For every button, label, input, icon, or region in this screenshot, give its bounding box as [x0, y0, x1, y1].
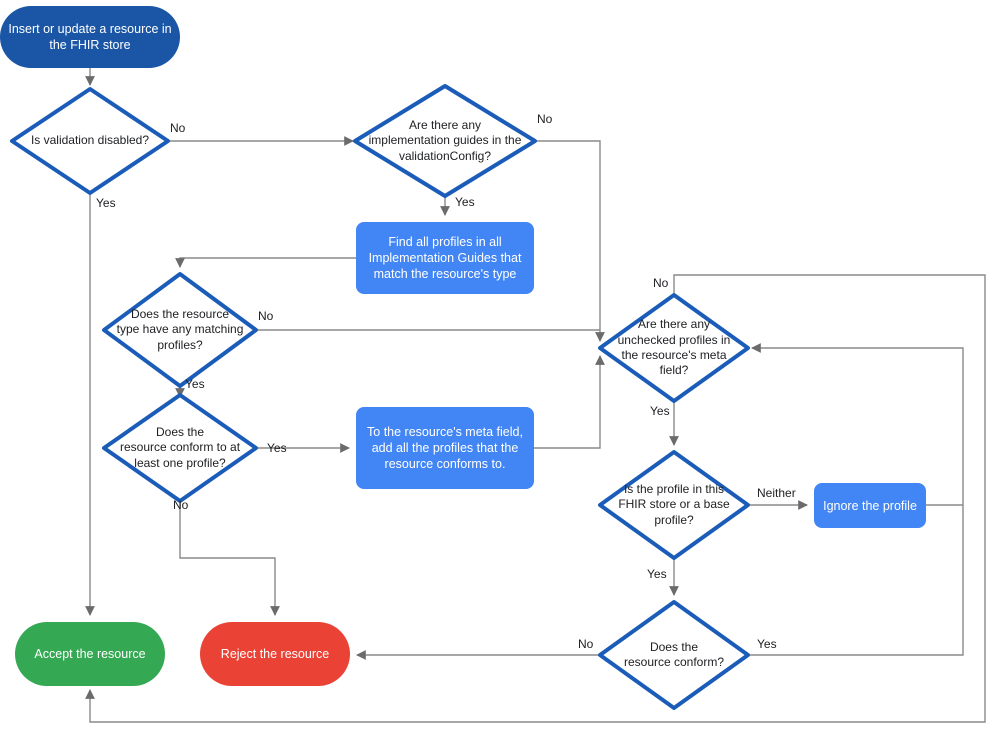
edges-group — [85, 68, 986, 723]
node-add-profiles-meta[interactable] — [356, 407, 534, 489]
edge-addmeta-to-unchecked — [534, 355, 605, 449]
edge-ig-no — [535, 140, 605, 342]
node-conform-one-profile[interactable] — [102, 393, 258, 503]
node-accept[interactable] — [15, 622, 165, 686]
edge-findprofiles-to-matching — [175, 257, 356, 268]
node-profile-in-store[interactable] — [598, 450, 750, 560]
nodes-group — [0, 6, 926, 710]
node-unchecked-profiles[interactable] — [598, 293, 750, 403]
node-reject[interactable] — [200, 622, 350, 686]
node-validation-disabled[interactable] — [10, 87, 170, 195]
node-find-profiles[interactable] — [356, 222, 534, 294]
node-start[interactable] — [0, 6, 180, 68]
edge-resourceconform-yes — [748, 505, 964, 656]
node-ignore-profile[interactable] — [814, 483, 926, 528]
edge-ignore-to-unchecked — [751, 343, 964, 506]
node-matching-profiles[interactable] — [102, 272, 258, 388]
node-implementation-guides[interactable] — [353, 84, 537, 198]
edge-conform-no — [179, 501, 280, 616]
node-resource-conform[interactable] — [598, 600, 750, 710]
edge-unchecked-no — [85, 274, 986, 723]
